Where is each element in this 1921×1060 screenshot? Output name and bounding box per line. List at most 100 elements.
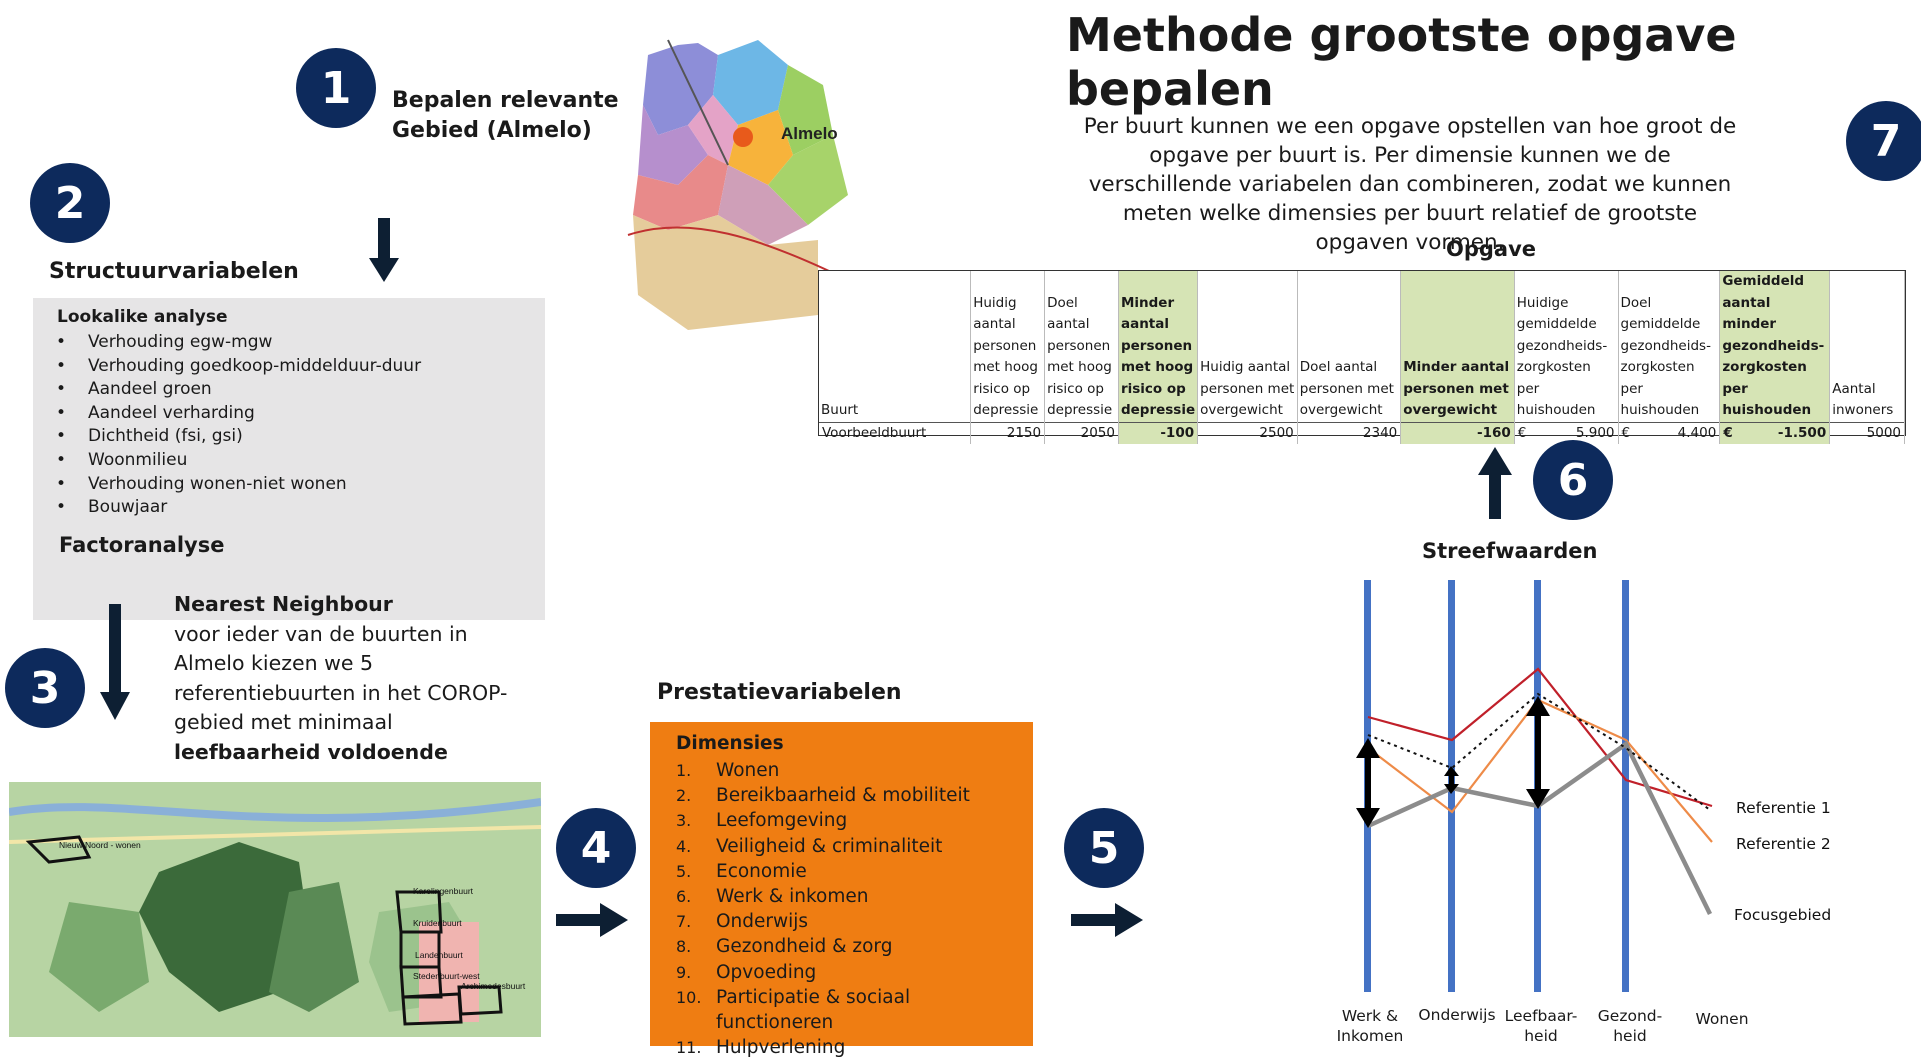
table-header: Doel aantal personen met overgewicht	[1297, 271, 1402, 422]
legend-ref1: Referentie 1	[1736, 799, 1831, 817]
dimensie-item: 6.Werk & inkomen	[676, 886, 869, 908]
step-3-badge: 3	[5, 648, 85, 728]
legend-ref2: Referentie 2	[1736, 835, 1831, 853]
table-header: Minder aantal personen met hoog risico o…	[1118, 271, 1199, 422]
table-cell: -160	[1400, 421, 1515, 444]
axis-label-onderwijs: Onderwijs	[1418, 1006, 1496, 1024]
step-1-label-line1: Bepalen relevante	[392, 88, 619, 113]
table-header: Huidige gemiddelde gezondheids-zorgkoste…	[1514, 271, 1619, 422]
dimensie-item: 7.Onderwijs	[676, 911, 809, 933]
dimensie-item: 5.Economie	[676, 860, 807, 882]
lookalike-item: Aandeel groen	[56, 378, 545, 402]
dimensie-item: 2.Bereikbaarheid & mobiliteit	[676, 785, 970, 807]
nearest-line-bold: leefbaarheid voldoende	[174, 739, 448, 764]
table-header: Doel aantal personen met hoog risico op …	[1044, 271, 1119, 422]
arrow-down-icon	[100, 604, 130, 720]
step-4-badge: 4	[556, 808, 636, 888]
dimensie-item: 9.Opvoeding	[676, 961, 817, 983]
map-label: Archimedesbuurt	[461, 981, 526, 991]
nearest-neighbour-text: Nearest Neighbour voor ieder van de buur…	[174, 590, 507, 767]
step-2-badge: 2	[30, 163, 110, 243]
step-1-label: Bepalen relevante Gebied (Almelo)	[392, 86, 619, 146]
ref1-line	[1367, 667, 1713, 808]
axis-label-wonen: Wonen	[1695, 1010, 1749, 1028]
gap-arrow-icon	[1526, 696, 1550, 809]
table-header: Buurt	[819, 271, 972, 422]
prestatievariabelen-heading: Prestatievariabelen	[657, 680, 902, 705]
nearest-line: voor ieder van de buurten in	[174, 621, 468, 646]
step-7-badge: 7	[1846, 101, 1921, 181]
table-cell: -100	[1118, 421, 1199, 444]
table-cell: €5.900	[1514, 421, 1619, 444]
arrow-up-icon	[1478, 447, 1512, 519]
table-cell: 2340	[1297, 421, 1402, 444]
step-1-label-line2: Gebied (Almelo)	[392, 118, 592, 143]
gap-arrow-icon	[1444, 766, 1459, 794]
structuurvariabelen-heading: Structuurvariabelen	[49, 259, 299, 284]
streefwaarden-chart: Referentie 1 Referentie 2 Focusgebied	[1356, 580, 1831, 992]
table-cell: €-1.500	[1719, 421, 1831, 444]
nearest-neighbour-heading: Nearest Neighbour	[174, 592, 393, 616]
lookalike-box: Lookalike analyse Verhouding egw-mgw Ver…	[33, 298, 545, 620]
lookalike-item: Dichtheid (fsi, gsi)	[56, 425, 545, 449]
table-header: Doel gemiddelde gezondheids-zorgkosten p…	[1618, 271, 1721, 422]
map-label: Stedenbuurt-west	[413, 971, 480, 981]
axis-label-werk: Werk & Inkomen	[1336, 1007, 1404, 1045]
legend-focus: Focusgebied	[1734, 906, 1831, 924]
table-cell: 2150	[970, 421, 1046, 444]
step-6-badge: 6	[1533, 440, 1613, 520]
table-cell: 2050	[1044, 421, 1119, 444]
dimensies-box: Dimensies 1.Wonen 2.Bereikbaarheid & mob…	[650, 722, 1033, 1058]
map-label: Kruidenbuurt	[413, 918, 462, 928]
opgave-table: Buurt Huidig aantal personen met hoog ri…	[818, 270, 1906, 444]
dimensie-item: 3.Leefomgeving	[676, 810, 848, 832]
table-header: Minder aantal personen met overgewicht	[1400, 271, 1515, 422]
nearest-line: referentiebuurten in het COROP-	[174, 680, 508, 705]
axis-label-gezondheid: Gezond-heid	[1597, 1007, 1663, 1045]
table-row: Voorbeeldbuurt 2150 2050 -100 2500 2340 …	[819, 421, 1905, 444]
map-label: Landenbuurt	[415, 950, 463, 960]
streefwaarden-heading: Streefwaarden	[1422, 539, 1598, 563]
table-cell: €4.400	[1618, 421, 1721, 444]
table-header: Huidig aantal personen met overgewicht	[1197, 271, 1298, 422]
dimensie-item: 11.Hulpverlening	[676, 1037, 846, 1059]
lookalike-item: Woonmilieu	[56, 449, 545, 473]
dimensie-item: 1.Wonen	[676, 760, 780, 781]
lookalike-item: Verhouding wonen-niet wonen	[56, 473, 545, 497]
step-1-badge: 1	[296, 48, 376, 128]
nearest-line: Almelo kiezen we 5	[174, 651, 374, 675]
step-5-badge: 5	[1064, 808, 1144, 888]
dimensies-list: 1.Wonen 2.Bereikbaarheid & mobiliteit 3.…	[676, 758, 1033, 1060]
nearest-line: gebied met minimaal	[174, 710, 393, 734]
page-title: Methode grootste opgave bepalen	[1066, 8, 1737, 116]
table-header-row: Buurt Huidig aantal personen met hoog ri…	[819, 271, 1905, 422]
table-header: Aantal inwoners	[1829, 271, 1905, 422]
dimensie-item: 10.Participatie & sociaal functioneren	[676, 986, 911, 1034]
map-label: Karolingenbuurt	[413, 886, 474, 896]
map-label: Nieuw Noord - wonen	[59, 840, 141, 850]
opgave-heading: Opgave	[1446, 237, 1537, 261]
arrow-down-icon	[369, 218, 399, 282]
dimensie-item: 4.Veiligheid & criminaliteit	[676, 835, 943, 857]
lookalike-heading: Lookalike analyse	[57, 307, 228, 327]
table-header: Gemiddeld aantal minder gezondheids-zorg…	[1719, 271, 1831, 422]
table-cell: 2500	[1197, 421, 1298, 444]
intro-text: Per buurt kunnen we een opgave opstellen…	[1083, 114, 1737, 255]
streef-line	[1367, 692, 1711, 811]
gap-arrow-icon	[1356, 738, 1380, 828]
table-cell: 5000	[1829, 421, 1905, 444]
lookalike-item: Verhouding egw-mgw	[56, 331, 545, 355]
axis-gezondheid	[1622, 580, 1629, 992]
factoranalyse-label: Factoranalyse	[59, 532, 225, 557]
lookalike-item: Bouwjaar	[56, 496, 545, 520]
table-cell: Voorbeeldbuurt	[819, 421, 972, 444]
almelo-map: Almelo	[627, 39, 859, 330]
arrow-right-icon	[556, 903, 628, 937]
almelo-map-label: Almelo	[781, 124, 838, 143]
corop-map: Nieuw Noord - wonen Karolingenbuurt Krui…	[9, 782, 541, 1037]
table-header: Huidig aantal personen met hoog risico o…	[970, 271, 1046, 422]
axis-label-leefbaarheid: Leefbaar-heid	[1504, 1007, 1578, 1045]
dimensies-heading: Dimensies	[676, 733, 784, 754]
lookalike-item: Verhouding goedkoop-middelduur-duur	[56, 355, 545, 379]
dimensie-item: 8.Gezondheid & zorg	[676, 936, 893, 958]
